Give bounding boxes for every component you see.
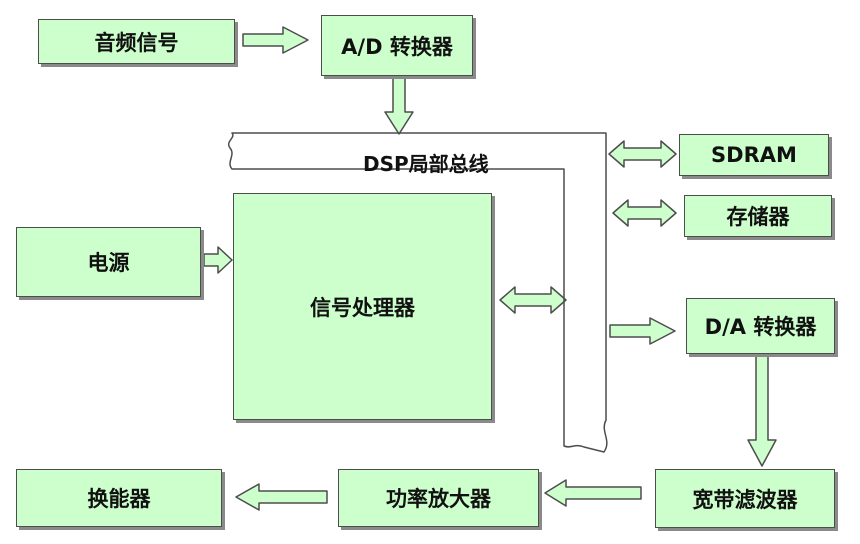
arrow-bus-to-da bbox=[609, 317, 676, 345]
storage-label: 存储器 bbox=[726, 205, 790, 229]
transducer-block: 换能器 bbox=[16, 469, 222, 527]
signal-processor-block: 信号处理器 bbox=[233, 193, 492, 420]
sdram-label: SDRAM bbox=[711, 143, 797, 167]
power-block: 电源 bbox=[16, 227, 201, 297]
da-converter-label: D/A 转换器 bbox=[704, 315, 817, 339]
arrow-da-to-filter bbox=[747, 354, 777, 467]
ad-converter-label: A/D 转换器 bbox=[341, 34, 453, 59]
arrow-bus-storage bbox=[612, 199, 677, 227]
arrow-amplifier-to-transducer bbox=[235, 483, 328, 511]
power-amplifier-label: 功率放大器 bbox=[386, 487, 491, 511]
arrow-power-to-processor bbox=[203, 246, 233, 274]
power-label: 电源 bbox=[87, 251, 130, 275]
arrow-processor-bus bbox=[499, 286, 567, 314]
audio-signal-block: 音频信号 bbox=[38, 19, 235, 64]
ad-converter-block: A/D 转换器 bbox=[321, 15, 473, 76]
sdram-block: SDRAM bbox=[679, 134, 829, 176]
transducer-label: 换能器 bbox=[87, 487, 151, 511]
wideband-filter-label: 宽带滤波器 bbox=[692, 487, 798, 512]
arrow-filter-to-amplifier bbox=[544, 479, 642, 507]
da-converter-block: D/A 转换器 bbox=[686, 298, 835, 354]
audio-signal-label: 音频信号 bbox=[94, 30, 179, 55]
signal-processor-label: 信号处理器 bbox=[310, 295, 415, 320]
arrow-ad-to-bus bbox=[384, 77, 414, 135]
dsp-bus-shape bbox=[228, 132, 608, 453]
wideband-filter-block: 宽带滤波器 bbox=[655, 469, 835, 528]
arrow-audio-to-ad bbox=[242, 26, 309, 54]
arrow-bus-sdram bbox=[608, 140, 677, 168]
power-amplifier-block: 功率放大器 bbox=[338, 469, 539, 527]
dsp-bus-label: DSP局部总线 bbox=[363, 152, 489, 176]
storage-block: 存储器 bbox=[684, 195, 832, 237]
